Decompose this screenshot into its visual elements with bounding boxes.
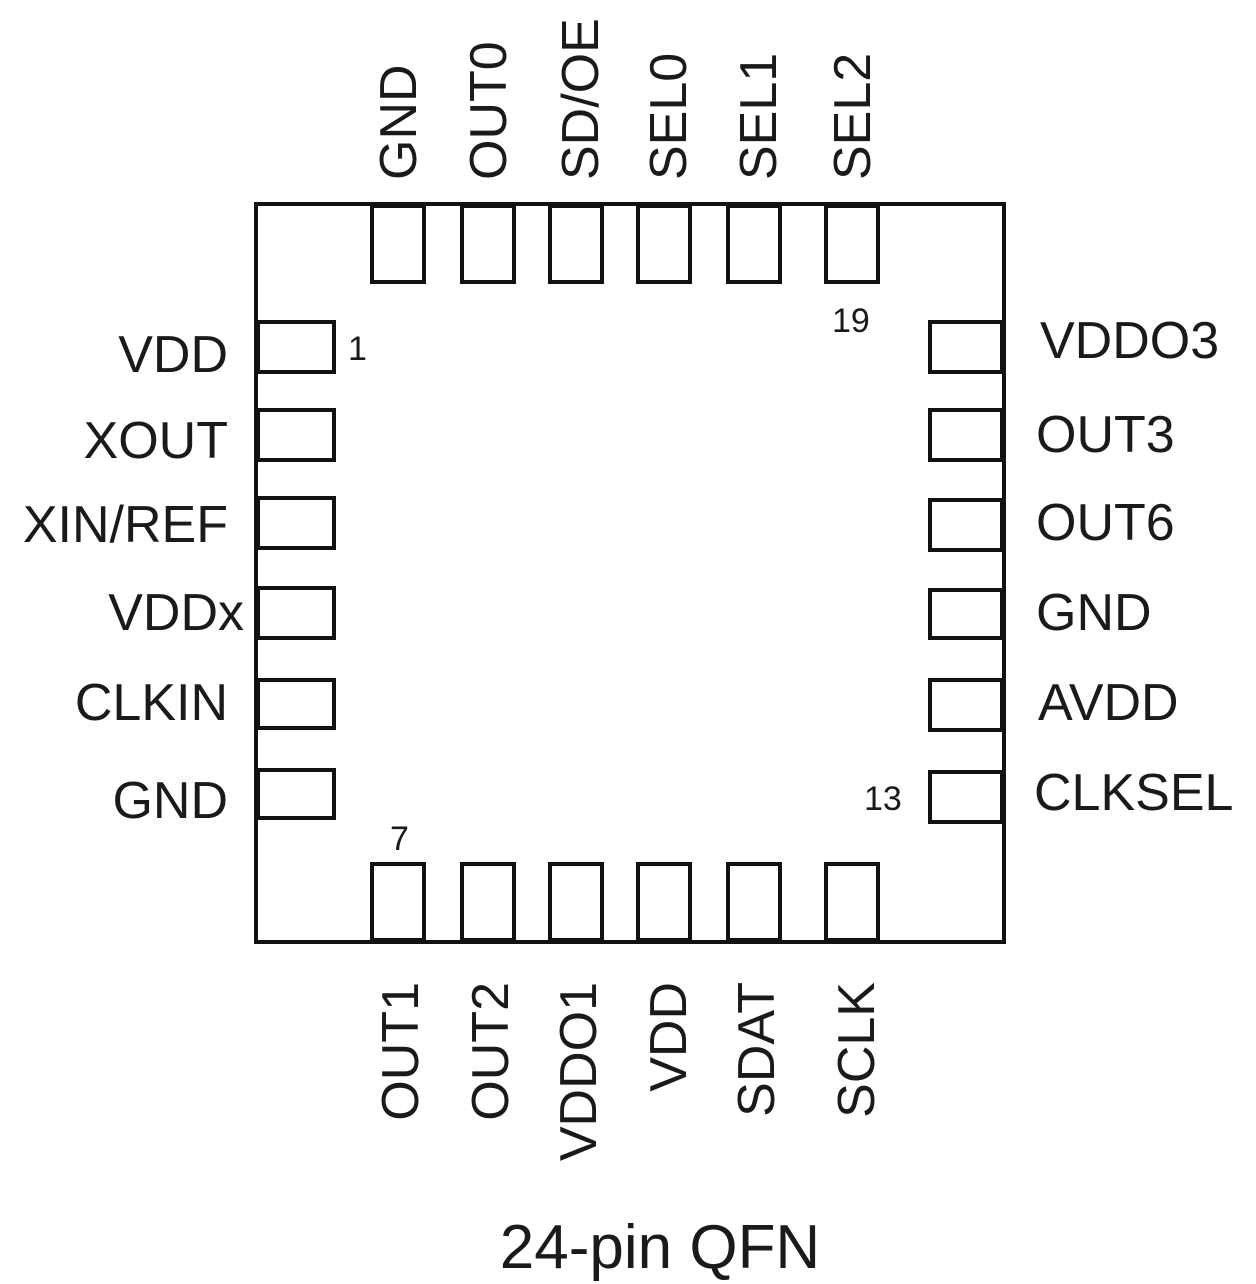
pin-pad-left-1 — [256, 320, 336, 374]
pin-pad-bottom-9 — [548, 862, 604, 942]
pin-label-right-18: VDDO3 — [1040, 312, 1219, 370]
pin-pad-left-3 — [256, 496, 336, 550]
pin-pad-left-6 — [256, 768, 336, 820]
pin-label-top-21: SEL0 — [640, 53, 698, 180]
pin-number-13: 13 — [864, 780, 902, 818]
pin-label-top-22: SD/OE — [552, 18, 610, 180]
pin-pad-left-5 — [256, 678, 336, 730]
package-caption: 24-pin QFN — [500, 1213, 820, 1282]
pin-pad-bottom-8 — [460, 862, 516, 942]
pin-label-bottom-9: VDDO1 — [550, 982, 608, 1161]
pin-pad-bottom-10 — [636, 862, 692, 942]
pin-number-7: 7 — [390, 820, 409, 858]
pin-pad-left-4 — [256, 586, 336, 640]
pin-pad-top-22 — [548, 204, 604, 284]
pin-pad-top-21 — [636, 204, 692, 284]
pin-label-right-15: GND — [1036, 584, 1152, 642]
pin-pad-right-13 — [928, 770, 1004, 824]
pin-label-left-6: GND — [112, 772, 228, 830]
pin-pad-bottom-7 — [370, 862, 426, 942]
pin-number-1: 1 — [348, 330, 367, 368]
pin-label-top-19: SEL2 — [824, 53, 882, 180]
pin-label-right-16: OUT6 — [1036, 494, 1175, 552]
pin-pad-right-15 — [928, 588, 1004, 640]
pin-pad-top-23 — [460, 204, 516, 284]
pin-label-bottom-12: SCLK — [828, 982, 886, 1118]
pin-label-right-13: CLKSEL — [1034, 764, 1233, 822]
pin-label-left-2: XOUT — [84, 412, 228, 470]
pin-pad-top-19 — [824, 204, 880, 284]
pin-pad-bottom-12 — [824, 862, 880, 942]
pin-label-top-24: GND — [370, 64, 428, 180]
pin-number-19: 19 — [832, 302, 870, 340]
pin-pad-right-17 — [928, 408, 1004, 462]
pin-label-left-4: VDDx — [108, 584, 244, 642]
pin-label-left-5: CLKIN — [75, 674, 228, 732]
pin-pad-top-24 — [370, 204, 426, 284]
pin-label-top-20: SEL1 — [730, 53, 788, 180]
pin-pad-left-2 — [256, 408, 336, 462]
pin-pad-right-16 — [928, 498, 1004, 552]
pin-label-bottom-10: VDD — [640, 982, 698, 1092]
pin-label-top-23: OUT0 — [460, 41, 518, 180]
package-body — [254, 202, 1006, 944]
pin-pad-bottom-11 — [726, 862, 782, 942]
pin-label-bottom-8: OUT2 — [462, 982, 520, 1121]
pin-label-left-1: VDD — [118, 326, 228, 384]
pin-pad-right-18 — [928, 320, 1004, 374]
pin-label-left-3: XIN/REF — [23, 496, 228, 554]
pin-pad-right-14 — [928, 678, 1004, 732]
pin-label-right-14: AVDD — [1038, 674, 1179, 732]
pin-label-bottom-11: SDAT — [728, 982, 786, 1117]
pin-label-right-17: OUT3 — [1036, 406, 1175, 464]
pin-label-bottom-7: OUT1 — [372, 982, 430, 1121]
pin-pad-top-20 — [726, 204, 782, 284]
